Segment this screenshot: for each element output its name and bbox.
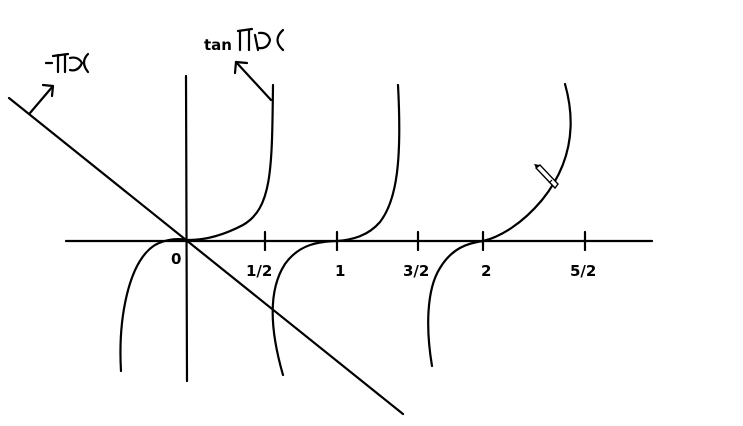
neg-pi-x-label — [44, 52, 90, 74]
tick-label-3half: 3/2 — [403, 262, 429, 280]
tan-pi-x-label: tan — [204, 27, 285, 54]
neg-pi-x-arrowhead — [41, 83, 55, 98]
neg-pi-x-pointer — [28, 84, 55, 115]
y-axis — [184, 74, 189, 383]
tick-label-5half: 5/2 — [570, 262, 596, 280]
tan-branch-center — [119, 83, 275, 373]
tan-branch-third — [427, 82, 572, 368]
tan-arrowhead — [233, 60, 249, 75]
tick-label-2: 2 — [481, 262, 491, 280]
tan-pointer — [234, 60, 273, 102]
line-neg-pi-x — [7, 96, 405, 416]
tan-branch-second — [271, 83, 401, 377]
tick-label-half: 1/2 — [246, 262, 272, 280]
tick-label-0: 0 — [171, 250, 181, 268]
tan-text: tan — [204, 36, 232, 54]
tick-label-1: 1 — [335, 262, 345, 280]
pencil-cursor-icon — [534, 164, 559, 190]
